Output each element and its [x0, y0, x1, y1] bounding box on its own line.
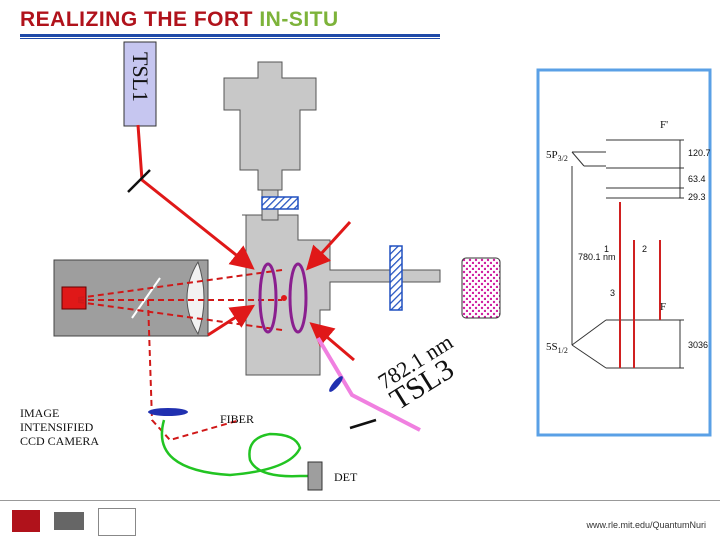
footer-url: www.rle.mit.edu/QuantumNuri — [586, 520, 706, 530]
vacuum-chamber — [223, 61, 441, 376]
title-underline-thin — [20, 38, 440, 39]
level-diagram-panel — [536, 68, 712, 437]
title-part-1: REALIZING THE FORT — [20, 8, 260, 31]
upper-state-name: 5P — [546, 149, 558, 161]
ccd-sensor — [61, 286, 87, 310]
beam-splitter — [131, 277, 161, 319]
camera-label-line-1: IMAGE — [20, 406, 60, 420]
mark-3: 3 — [610, 288, 616, 298]
title-underline — [20, 34, 440, 37]
upper-state-label: 5P3/2 — [546, 148, 568, 166]
tsl1-laser-box — [123, 41, 157, 127]
laser-beams — [136, 124, 355, 362]
splitting-2: 63.4 — [688, 174, 706, 184]
lower-f-label: F — [660, 301, 667, 313]
camera-label-line-2: INTENSIFIED — [20, 420, 94, 434]
ring-2 — [288, 262, 308, 334]
title-part-2: IN-SITU — [259, 8, 339, 31]
detector — [307, 461, 323, 491]
fort-beam — [316, 336, 421, 432]
tsl1-label-box: TSL1 — [124, 42, 156, 126]
lower-state-sub: 1/2 — [557, 346, 568, 356]
det-label: DET — [334, 470, 358, 484]
ion-pump — [461, 257, 501, 319]
imaging-paths — [77, 269, 283, 442]
mark-2: 2 — [642, 244, 648, 254]
rle-logo — [12, 510, 40, 532]
slide-title: REALIZING THE FORT IN-SITU — [20, 8, 339, 32]
mark-1: 1 — [604, 244, 610, 254]
footer-rule — [0, 500, 720, 501]
window-top — [261, 196, 299, 210]
small-lens — [329, 376, 343, 392]
ring-1 — [258, 262, 278, 334]
splitting-4: 3036 — [688, 340, 709, 350]
fiber-lens — [148, 408, 188, 416]
seal-logo — [98, 508, 136, 536]
camera-label: IMAGE INTENSIFIED CCD CAMERA — [20, 406, 99, 448]
mit-logo — [54, 512, 84, 530]
mirror-1 — [127, 169, 151, 193]
lower-state-label: 5S1/2 — [546, 340, 568, 358]
tsl1-label: TSL1 — [128, 51, 153, 103]
camera-label-line-3: CCD CAMERA — [20, 434, 100, 448]
fiber-label: FIBER — [220, 412, 255, 426]
mirror-2 — [349, 418, 377, 430]
splitting-1: 120.7 — [688, 148, 711, 158]
level-lines — [571, 139, 684, 369]
upper-state-sub: 3/2 — [557, 154, 568, 164]
transition-arrows — [619, 202, 661, 368]
fiber — [160, 419, 308, 478]
lower-state-name: 5S — [546, 341, 558, 353]
transition-label: 780.1 nm — [578, 252, 616, 262]
upper-f-label: F' — [660, 119, 669, 131]
atom-trap — [281, 295, 287, 301]
window-right — [389, 245, 403, 311]
splitting-3: 29.3 — [688, 192, 706, 202]
